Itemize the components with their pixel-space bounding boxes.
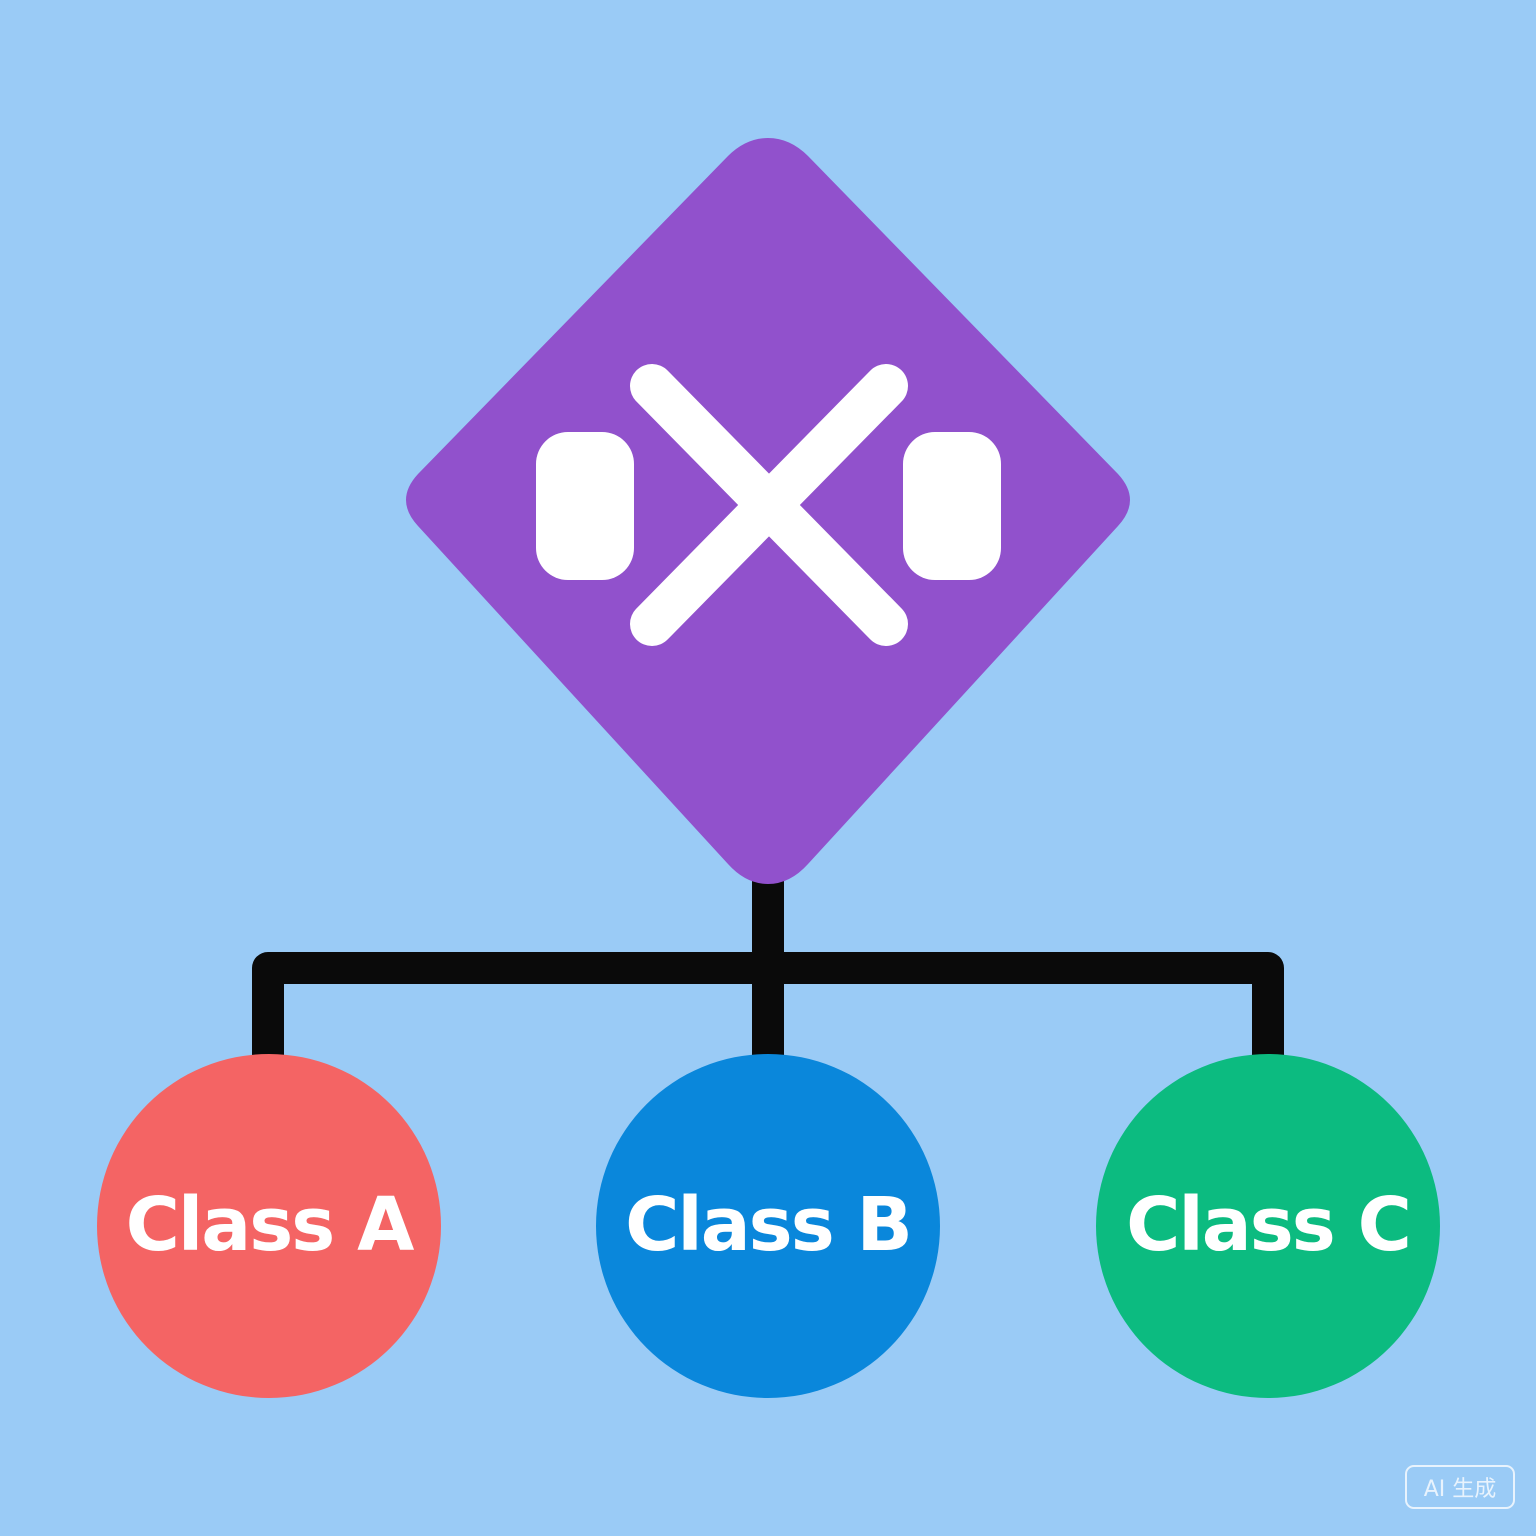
class-c-circle [1096, 1054, 1440, 1398]
class-a-label: Class A [126, 1182, 414, 1268]
watermark-label: AI 生成 [1424, 1477, 1497, 1502]
class-node-b: Class B [596, 1054, 940, 1398]
decision-node [406, 138, 1130, 884]
cross-with-two-slots-icon [536, 364, 1001, 646]
class-a-circle [97, 1054, 441, 1398]
right-slot-icon [903, 432, 1001, 580]
ai-generated-watermark: AI 生成 [1405, 1465, 1515, 1509]
class-node-c: Class C [1096, 1054, 1440, 1398]
watermark-box [1405, 1465, 1515, 1509]
branch-connector [252, 952, 1284, 1060]
class-b-label: Class B [625, 1182, 911, 1268]
left-slot-icon [536, 432, 634, 580]
class-b-circle [596, 1054, 940, 1398]
connector-lines [252, 870, 1284, 1060]
cross-icon [630, 364, 908, 646]
class-node-a: Class A [97, 1054, 441, 1398]
class-c-label: Class C [1126, 1182, 1410, 1268]
